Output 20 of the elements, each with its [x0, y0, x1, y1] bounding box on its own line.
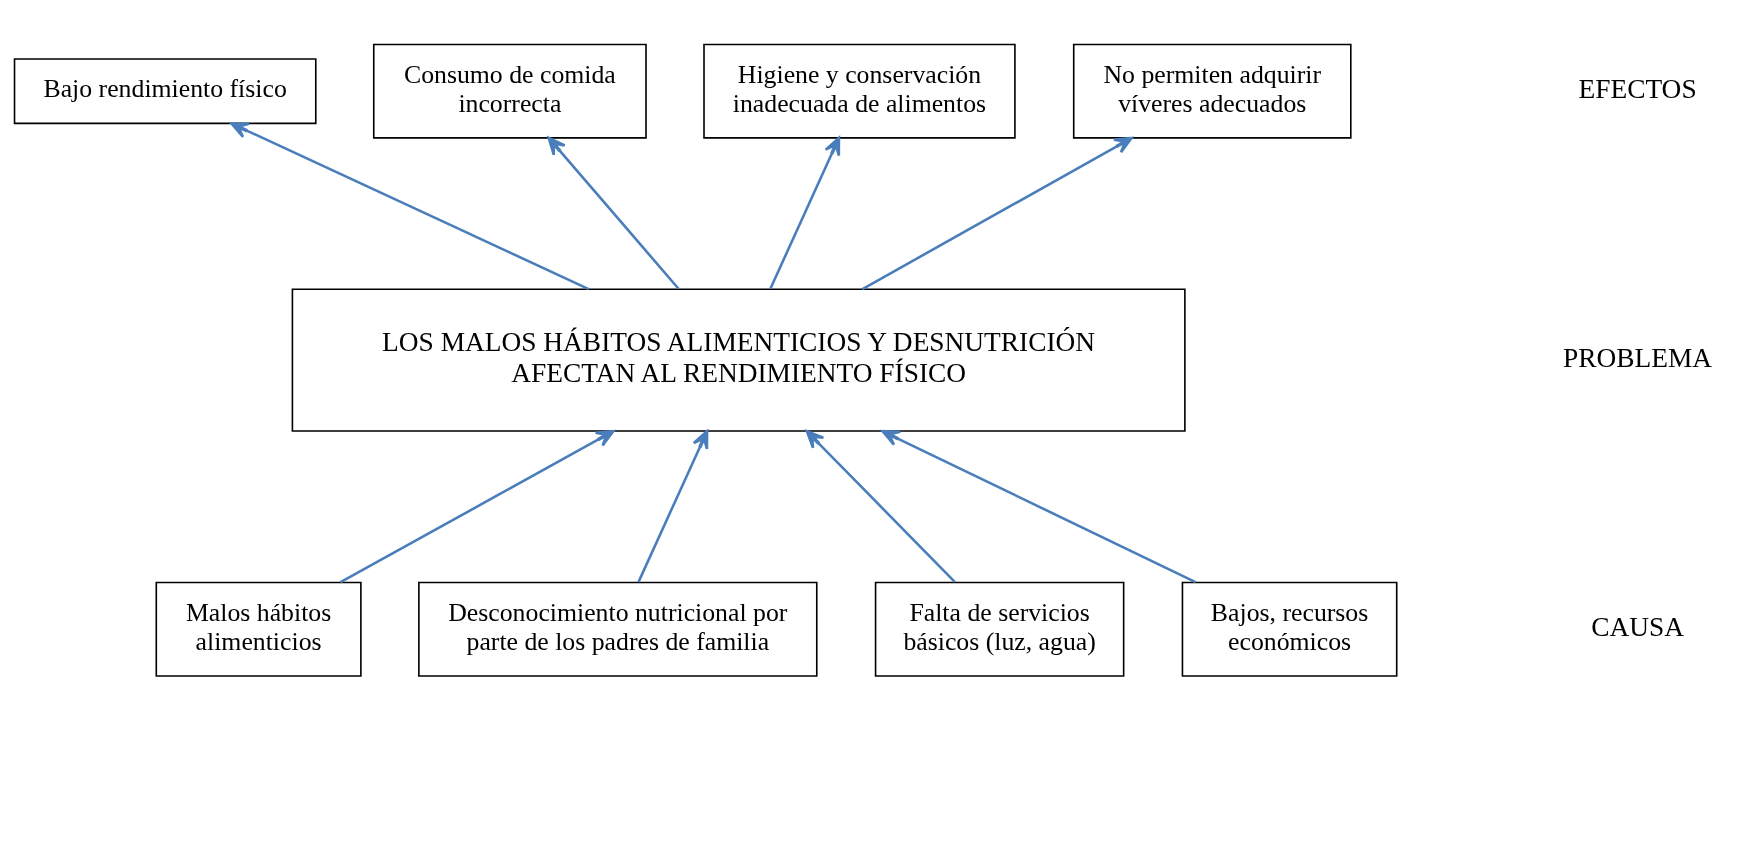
- arrow: [881, 429, 1197, 584]
- node-box: Malos hábitos alimenticios: [155, 581, 362, 677]
- node-box: Desconocimiento nutricional por parte de los padres de familia: [418, 581, 818, 677]
- node-box: LOS MALOS HÁBITOS ALIMENTICIOS Y DESNUTRICIÓN AFECTAN AL RENDIMIENTO FÍSICO: [291, 288, 1186, 432]
- node-box: No permiten adquirir víveres adecuados: [1072, 43, 1352, 139]
- label: CAUSA: [1591, 611, 1684, 642]
- node-box: Bajo rendimiento físico: [13, 58, 317, 125]
- arrow: [805, 430, 956, 583]
- arrow: [230, 122, 590, 291]
- node-box: Falta de servicios básicos (luz, agua): [874, 581, 1125, 677]
- label: PROBLEMA: [1563, 342, 1713, 373]
- node-box: Bajos, recursos económicos: [1181, 581, 1398, 677]
- label: EFECTOS: [1578, 73, 1697, 104]
- arrow: [769, 136, 841, 290]
- arrow: [547, 136, 680, 290]
- arrow: [637, 430, 709, 583]
- node-box: Higiene y conservación inadecuada de alimentos: [703, 43, 1016, 139]
- arrow: [339, 429, 615, 584]
- node-box: Consumo de comida incorrecta: [372, 43, 647, 139]
- arrow: [861, 136, 1133, 291]
